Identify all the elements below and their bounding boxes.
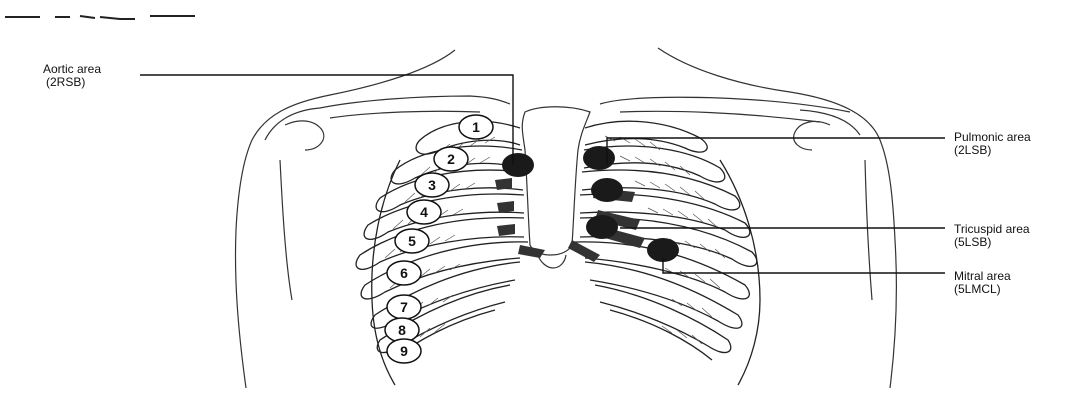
tricuspid-area-abbrev: (5LSB)	[954, 236, 1030, 249]
aortic-point	[502, 153, 534, 177]
rib-label-1: 1	[472, 119, 480, 135]
faint-header-scribble	[5, 16, 195, 19]
mitral-area-abbrev: (5LMCL)	[954, 283, 1011, 296]
rib-marker-7: 7	[387, 295, 421, 319]
rib-marker-1: 1	[459, 115, 493, 139]
rib-marker-5: 5	[395, 229, 429, 253]
pulmonic-point	[583, 146, 615, 170]
rib-label-7: 7	[400, 299, 408, 315]
mitral-area-label: Mitral area (5LMCL)	[954, 270, 1011, 296]
sternum	[522, 107, 590, 268]
erbs-point	[591, 178, 623, 202]
rib-label-8: 8	[398, 322, 406, 338]
tricuspid-point	[586, 215, 618, 239]
pulmonic-area-abbrev: (2LSB)	[954, 144, 1031, 157]
pulmonic-area-label: Pulmonic area (2LSB)	[954, 131, 1031, 157]
pulmonic-leader	[607, 138, 945, 165]
aortic-area-label: Aortic area (2RSB)	[43, 63, 101, 89]
rib-label-3: 3	[428, 177, 436, 193]
torso-outline	[235, 48, 896, 388]
rib-label-2: 2	[447, 151, 455, 167]
rib-marker-2: 2	[434, 147, 468, 171]
rib-marker-6: 6	[387, 261, 421, 285]
tricuspid-area-label: Tricuspid area (5LSB)	[954, 223, 1030, 249]
rib-label-6: 6	[400, 265, 408, 281]
rib-label-5: 5	[408, 233, 416, 249]
leader-lines	[140, 75, 945, 273]
rib-label-4: 4	[420, 204, 428, 220]
rib-label-9: 9	[400, 343, 408, 359]
rib-marker-4: 4	[407, 200, 441, 224]
aortic-area-abbrev: (2RSB)	[43, 76, 101, 89]
rib-marker-9: 9	[387, 339, 421, 363]
rib-marker-3: 3	[415, 173, 449, 197]
